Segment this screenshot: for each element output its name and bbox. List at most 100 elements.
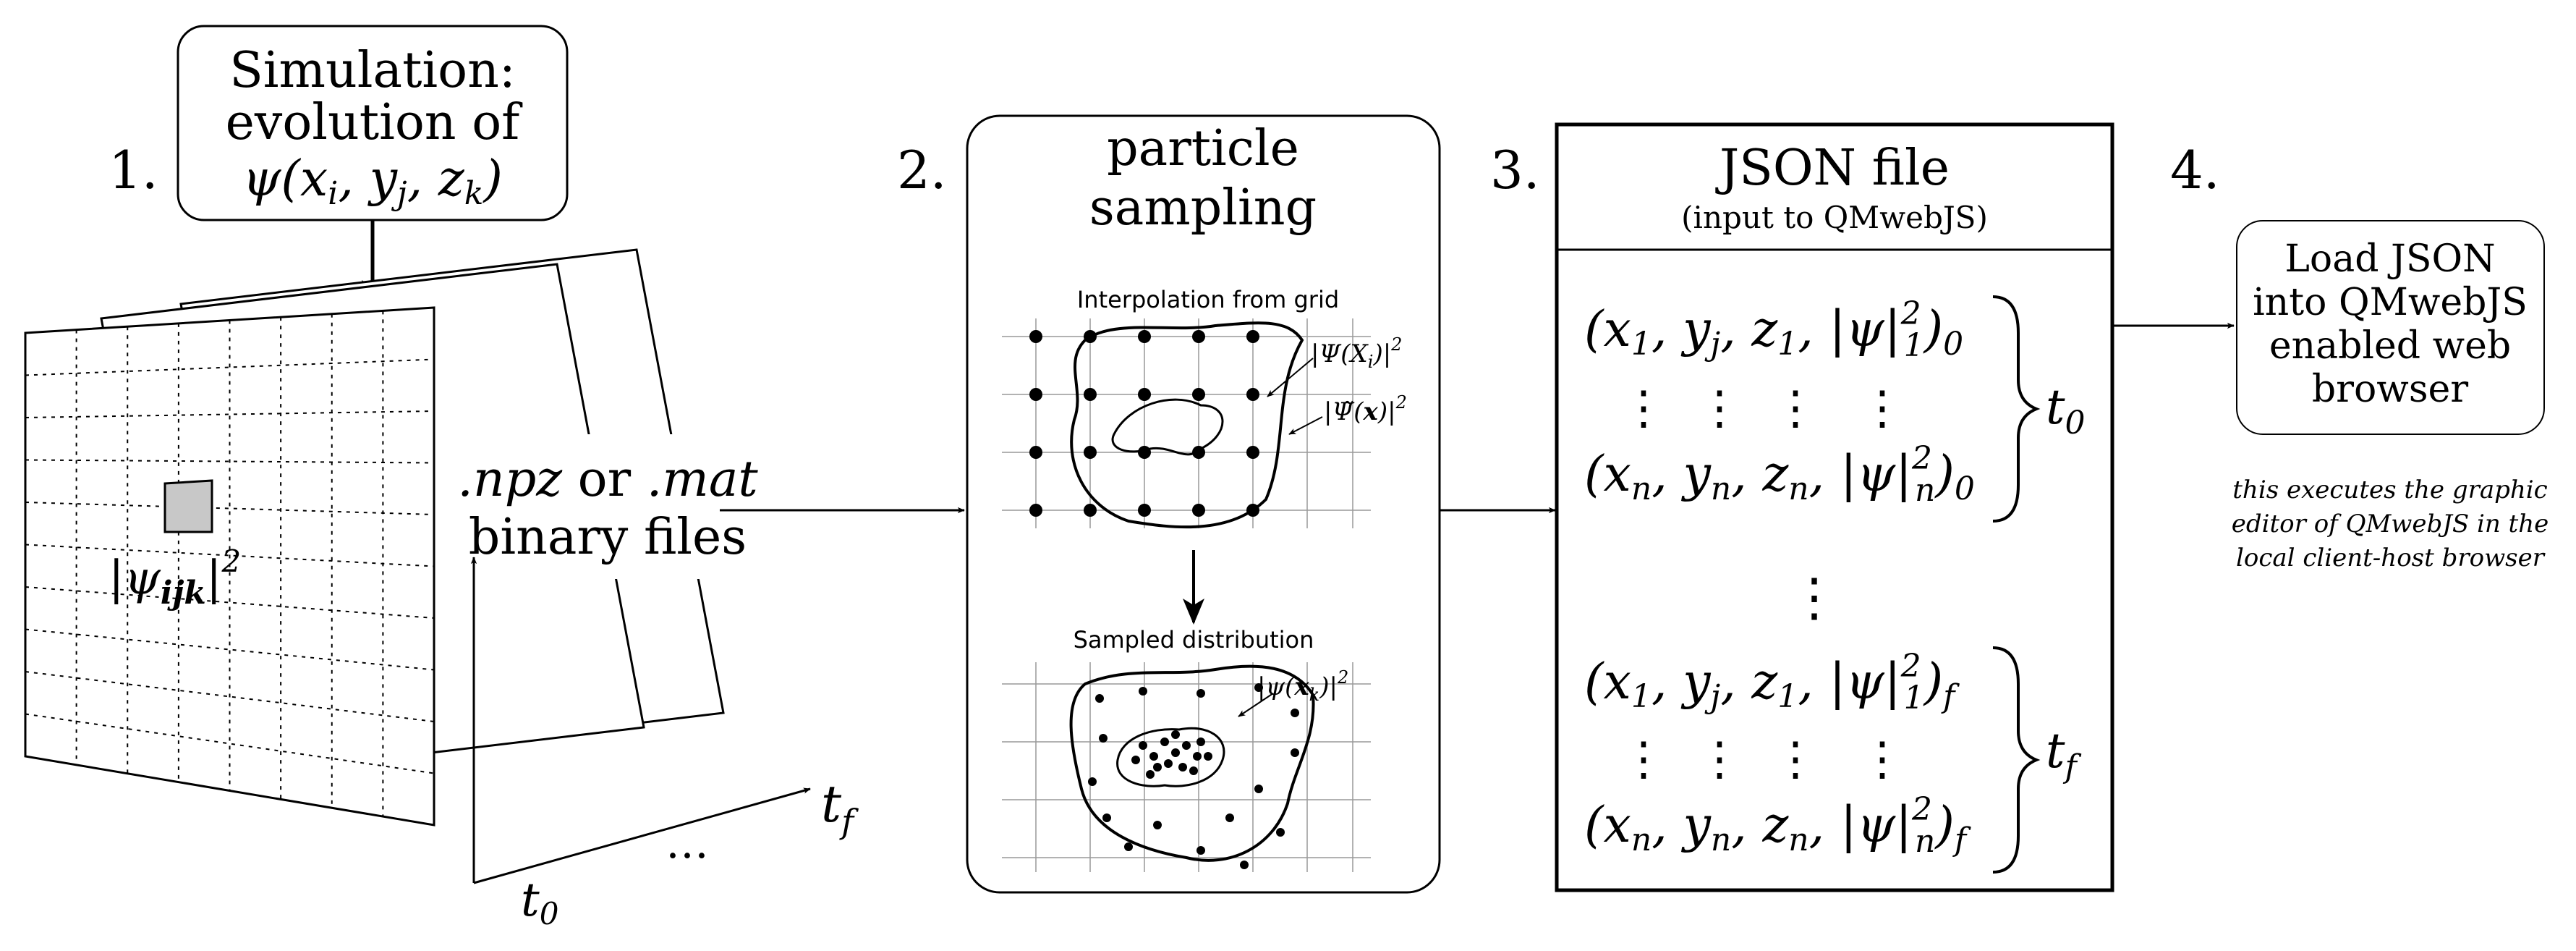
files-line-2: binary files bbox=[469, 509, 747, 566]
grid-node-dot bbox=[1246, 330, 1259, 343]
sampled-particle-dense bbox=[1196, 737, 1205, 746]
load-line-3: enabled web bbox=[2269, 324, 2511, 368]
highlighted-cell bbox=[163, 479, 213, 533]
sampled-particle-dense bbox=[1131, 756, 1140, 764]
sampled-particle-dense bbox=[1153, 763, 1162, 772]
grid-node-dot bbox=[1029, 388, 1042, 401]
time-axis-start-label: t0 bbox=[521, 874, 558, 931]
sampled-particle bbox=[1254, 785, 1263, 793]
grid-line-horizontal bbox=[25, 586, 435, 619]
interpolation-label: Interpolation from grid bbox=[1077, 286, 1339, 313]
load-line-2: into QMwebJS bbox=[2253, 281, 2528, 324]
psi-tilde-pointer bbox=[1288, 416, 1323, 435]
files-text-bg bbox=[463, 434, 752, 579]
simulation-formula: ψ(xi, yj, zk) bbox=[242, 151, 503, 212]
sampled-particle-dense bbox=[1160, 737, 1169, 746]
psi-x-pointer bbox=[1238, 693, 1274, 717]
grid-line-horizontal bbox=[25, 544, 435, 567]
load-json-box bbox=[2236, 220, 2545, 435]
json-vdots-middle: ⋮ bbox=[1788, 567, 1840, 627]
sampled-particle bbox=[1291, 709, 1299, 717]
grid-node-dot bbox=[1138, 446, 1151, 459]
grid-node-dot bbox=[1029, 446, 1042, 459]
sampled-particle bbox=[1196, 846, 1205, 855]
brace-t0 bbox=[1992, 295, 2041, 523]
sampled-particle bbox=[1102, 813, 1111, 822]
grid-node-dot bbox=[1192, 330, 1205, 343]
step-1-number: 1. bbox=[109, 140, 158, 200]
sampled-particle bbox=[1291, 748, 1299, 757]
interpolation-grid bbox=[1002, 318, 1371, 529]
sampled-particle-dense bbox=[1193, 752, 1202, 761]
sampled-particle-dense bbox=[1171, 730, 1180, 739]
step-3-number: 3. bbox=[1490, 140, 1540, 200]
grid-line-horizontal bbox=[25, 459, 435, 464]
json-vdots-t0: ⋮⋮⋮⋮ bbox=[1620, 381, 1905, 435]
sampled-particle bbox=[1088, 777, 1097, 786]
note-line-1: this executes the graphic bbox=[2232, 476, 2547, 504]
grid-node-dot bbox=[1029, 330, 1042, 343]
sampling-title-1: particle bbox=[1107, 120, 1299, 177]
time-axis-ellipsis: … bbox=[666, 818, 709, 868]
sampled-particle bbox=[1124, 842, 1133, 851]
sampled-particle bbox=[1254, 683, 1263, 692]
sampled-particle-dense bbox=[1164, 759, 1173, 768]
brace-tf bbox=[1992, 646, 2041, 874]
sampling-box bbox=[966, 114, 1441, 894]
inner-contour bbox=[1111, 398, 1224, 456]
sampled-particle bbox=[1139, 687, 1147, 696]
note-line-2: editor of QMwebJS in the bbox=[2232, 510, 2549, 538]
grid-node-dot bbox=[1138, 330, 1151, 343]
sampled-particle-dense bbox=[1204, 752, 1212, 761]
sampled-particle-dense bbox=[1171, 748, 1180, 757]
grid-node-dot bbox=[1192, 446, 1205, 459]
psi-grid-label: |Ψ(Xi)|2 bbox=[1311, 334, 1402, 372]
grid-node-dot bbox=[1029, 504, 1042, 517]
sampled-particle bbox=[1095, 694, 1104, 703]
grid-line-horizontal bbox=[25, 410, 435, 418]
sampled-particle-dense bbox=[1139, 741, 1147, 750]
grid-node-dot bbox=[1084, 446, 1097, 459]
sampled-particle bbox=[1099, 734, 1108, 743]
json-file-box bbox=[1555, 122, 2114, 892]
grid-node-dot bbox=[1084, 330, 1097, 343]
sampled-particle-dense bbox=[1146, 770, 1155, 779]
psi-grid-pointer bbox=[1267, 358, 1314, 397]
sampled-particle bbox=[1153, 821, 1162, 829]
grid-node-dot bbox=[1138, 504, 1151, 517]
step-2-number: 2. bbox=[897, 140, 947, 200]
psi-tilde-label: |Ψ̃(x)|2 bbox=[1324, 392, 1407, 426]
sampled-inner-contour bbox=[1116, 727, 1225, 787]
load-line-4: browser bbox=[2312, 368, 2468, 411]
sampled-particle bbox=[1196, 689, 1205, 698]
simulation-title: Simulation: bbox=[229, 42, 516, 99]
time-axis-end-label: tf bbox=[821, 774, 859, 841]
files-line-1: .npz or .mat bbox=[457, 451, 758, 508]
psi-x-label: |ψ(xk)|2 bbox=[1257, 667, 1348, 705]
grid-node-dot bbox=[1138, 388, 1151, 401]
time-axis bbox=[473, 787, 811, 884]
grid-node-dot bbox=[1246, 446, 1259, 459]
grid-node-dot bbox=[1246, 388, 1259, 401]
simulation-subtitle: evolution of bbox=[226, 94, 524, 151]
sampled-particle-dense bbox=[1182, 741, 1191, 750]
json-subtitle: (input to QMwebJS) bbox=[1681, 200, 1988, 235]
note-line-3: local client-host browser bbox=[2236, 544, 2546, 572]
sampled-outer-contour bbox=[1069, 664, 1315, 862]
grid-line-horizontal bbox=[25, 358, 435, 376]
sampled-particle bbox=[1276, 828, 1285, 837]
outer-contour bbox=[1070, 321, 1304, 529]
grid-node-dot bbox=[1192, 388, 1205, 401]
grid-node-dot bbox=[1084, 388, 1097, 401]
sampled-particle bbox=[1225, 813, 1234, 822]
grid-node-dot bbox=[1192, 504, 1205, 517]
sampled-distribution-label: Sampled distribution bbox=[1074, 626, 1314, 654]
step-4-number: 4. bbox=[2170, 140, 2220, 200]
sampled-particle bbox=[1240, 861, 1249, 869]
json-vdots-tf: ⋮⋮⋮⋮ bbox=[1620, 732, 1905, 786]
sampled-distribution bbox=[1002, 662, 1371, 872]
